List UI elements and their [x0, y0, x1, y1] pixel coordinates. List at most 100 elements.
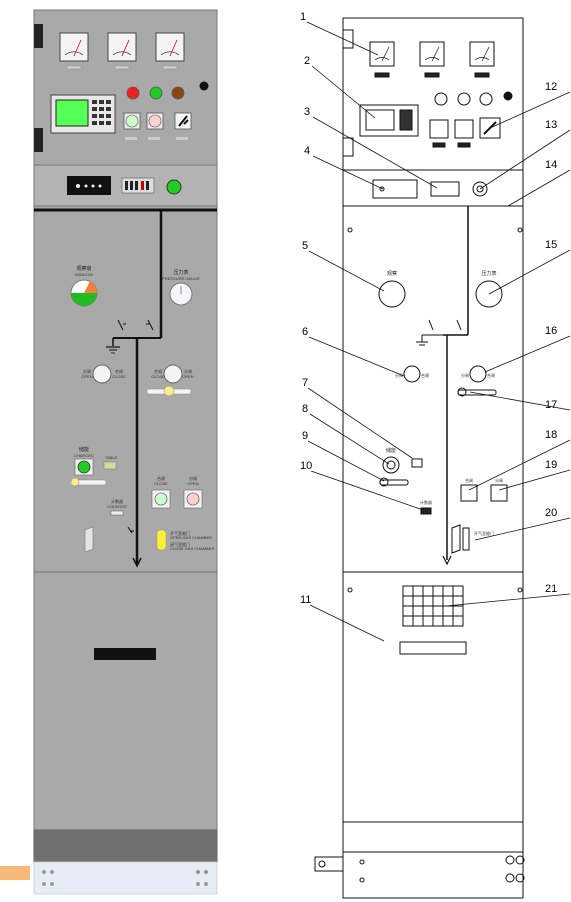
callout-11: 11	[300, 594, 311, 606]
svg-text:分闸: 分闸	[395, 372, 403, 378]
callout-1: 1	[300, 11, 306, 23]
meter-1	[369, 41, 395, 67]
breaker-close-button[interactable]	[154, 492, 168, 506]
earth-switch-operating-hole[interactable]	[92, 364, 112, 384]
svg-text:合闸: 合闸	[157, 475, 165, 481]
svg-text:计数器: 计数器	[420, 499, 432, 505]
svg-text:分闸: 分闸	[495, 477, 503, 483]
svg-text:OPEN: OPEN	[187, 481, 198, 486]
charged-indicator	[77, 460, 91, 474]
svg-text:分闸: 分闸	[189, 475, 197, 481]
svg-text:分闸: 分闸	[461, 372, 469, 378]
callout-18: 18	[545, 429, 557, 441]
svg-text:OPEN: OPEN	[81, 374, 92, 379]
svg-text:COUNTER: COUNTER	[107, 504, 127, 509]
callout-13: 13	[545, 119, 557, 131]
svg-text:WINDOW: WINDOW	[75, 272, 93, 277]
hinge-b	[342, 137, 354, 157]
svg-text:OPEN GAS CHAMBER: OPEN GAS CHAMBER	[170, 535, 212, 540]
callout-12: 12	[545, 81, 557, 93]
svg-text:计数器: 计数器	[111, 498, 123, 504]
svg-text:CLOSE: CLOSE	[151, 374, 165, 379]
svg-text:开气室舱门: 开气室舱门	[474, 530, 494, 536]
meter-3	[469, 41, 495, 67]
svg-text:CLOSE: CLOSE	[112, 374, 126, 379]
svg-text:合闸: 合闸	[154, 368, 162, 374]
leader-lines	[306, 21, 571, 642]
selector-switch-icon[interactable]	[178, 115, 189, 127]
disconnector-operating-hole[interactable]	[163, 364, 183, 384]
gauge-outline	[475, 280, 503, 308]
svg-text:分闸: 分闸	[184, 368, 192, 374]
breaker-open-button[interactable]	[186, 492, 200, 506]
ammeter-2	[107, 32, 137, 70]
hinge-bottom	[34, 128, 43, 152]
left-cabinet: 观察窗 WINDOW 压力表 PRESSURE GAUGE 分闸 OPEN 合闸…	[0, 9, 218, 895]
ammeter-1	[59, 32, 89, 70]
view-slot	[84, 526, 94, 553]
cabinet-outline	[342, 17, 524, 899]
charge-window	[103, 461, 117, 470]
callout-5: 5	[302, 240, 308, 252]
callout-4: 4	[304, 145, 310, 157]
pressure-label: 压力表	[173, 269, 188, 276]
base-foot	[0, 866, 30, 880]
callout-21: 21	[545, 583, 557, 595]
ammeter-3	[155, 32, 185, 70]
meter-2	[419, 41, 445, 67]
svg-text:闭气室舱门: 闭气室舱门	[170, 541, 190, 547]
status-lamp	[166, 179, 182, 195]
close-pushbutton-top[interactable]	[125, 114, 139, 128]
svg-text:压力表: 压力表	[481, 270, 496, 277]
earth-switch-symbol	[117, 319, 126, 331]
callout-6: 6	[302, 326, 308, 338]
svg-text:合闸: 合闸	[487, 372, 495, 378]
svg-text:PRESSURE GAUGE: PRESSURE GAUGE	[162, 276, 200, 281]
right-labels: 观察 压力表 分闸 合闸 分闸 合闸 储能 计数器 合闸 分闸 开气室舱门	[386, 270, 503, 536]
base-frame	[33, 861, 218, 895]
lower-plinth	[33, 829, 218, 863]
svg-text:合闸: 合闸	[465, 477, 473, 483]
callout-8: 8	[302, 403, 308, 415]
right-cabinet	[314, 17, 525, 899]
gas-chamber-handle[interactable]	[156, 529, 167, 551]
callout-15: 15	[545, 239, 557, 251]
protection-relay	[50, 94, 116, 134]
callout-19: 19	[545, 459, 557, 471]
callout-20: 20	[545, 507, 557, 519]
svg-text:储能: 储能	[79, 446, 89, 453]
callout-16: 16	[545, 325, 557, 337]
relay-outline	[359, 104, 419, 137]
green-lamp	[149, 86, 163, 100]
callout-17: 17	[545, 399, 557, 411]
svg-text:TABLE: TABLE	[105, 455, 118, 460]
cable-window	[94, 648, 156, 660]
svg-text:开气室舱门: 开气室舱门	[170, 530, 190, 536]
cable-compartment	[33, 571, 218, 831]
svg-text:观察: 观察	[387, 270, 397, 277]
callout-10: 10	[300, 460, 312, 472]
window-outline	[378, 280, 406, 308]
window-label: 观察窗	[76, 265, 91, 272]
disconnect-symbol	[146, 319, 154, 331]
svg-text:CHARGED: CHARGED	[74, 453, 94, 458]
operation-counter	[110, 510, 124, 516]
callout-3: 3	[304, 106, 310, 118]
svg-text:储能: 储能	[386, 447, 396, 454]
callout-2: 2	[304, 55, 310, 67]
open-pushbutton-top[interactable]	[148, 114, 162, 128]
key-lock-icon	[199, 81, 209, 91]
svg-text:合闸: 合闸	[115, 368, 123, 374]
svg-text:分闸: 分闸	[83, 368, 91, 374]
live-display-indicator	[67, 176, 111, 195]
svg-text:OPEN: OPEN	[182, 374, 193, 379]
callout-9: 9	[302, 430, 308, 442]
svg-text:CLOSE GAS CHAMBER: CLOSE GAS CHAMBER	[170, 546, 214, 551]
red-lamp	[126, 86, 140, 100]
callout-14: 14	[545, 159, 557, 171]
svg-text:CLOSE: CLOSE	[154, 481, 168, 486]
callout-7: 7	[302, 377, 308, 389]
svg-text:合闸: 合闸	[421, 372, 429, 378]
callout-numbers: 1 2 3 4 5 6 7 8 9 10 11 12 13 14 15 16 1…	[300, 11, 557, 606]
